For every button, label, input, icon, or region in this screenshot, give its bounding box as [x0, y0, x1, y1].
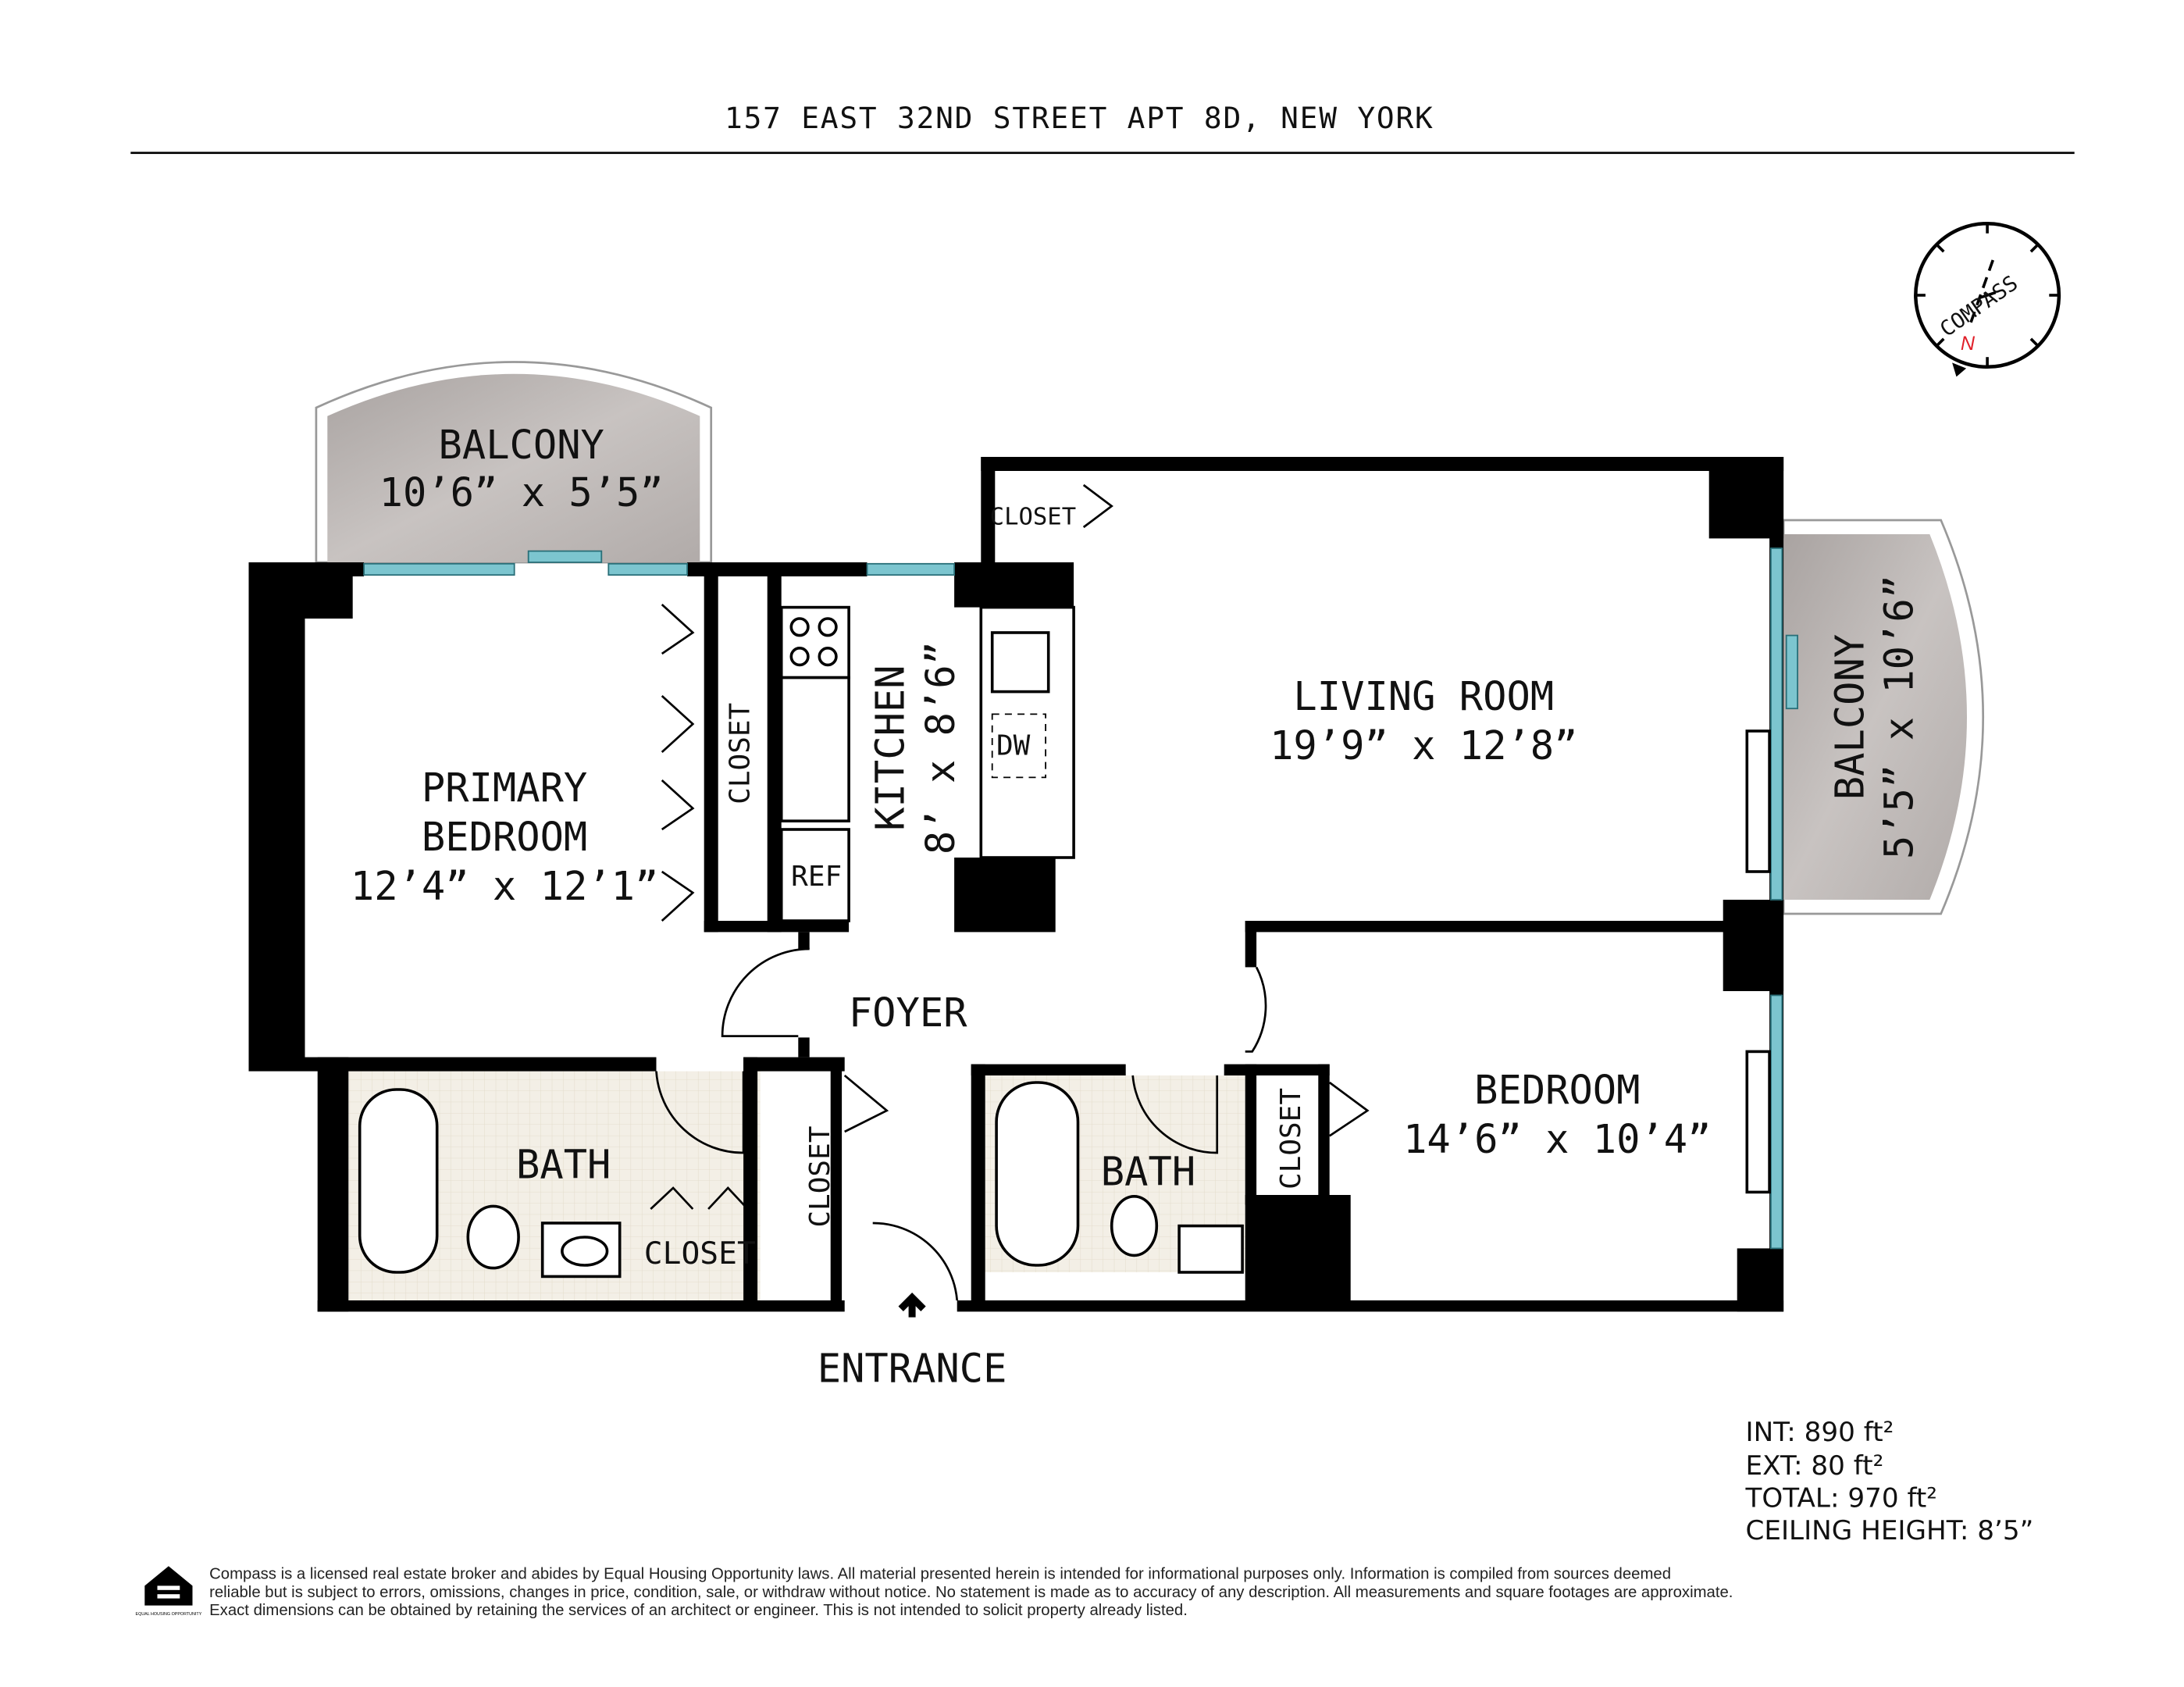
living-room-dims: 19’9” x 12’8”	[1270, 722, 1577, 769]
header-divider	[130, 152, 2075, 155]
compass-icon: COMPASS N	[1914, 221, 2061, 377]
foyer-name: FOYER	[849, 990, 967, 1036]
entrance-label: ENTRANCE	[818, 1345, 1007, 1391]
area-int: INT: 890 ft²	[1746, 1417, 1894, 1448]
bedroom-dims: 14’6” x 10’4”	[1403, 1116, 1711, 1162]
primary-bedroom-name2: BEDROOM	[422, 814, 587, 860]
balcony-right-name: BALCONY	[1827, 634, 1873, 800]
closet-label: CLOSET	[724, 703, 756, 804]
ref-label: REF	[791, 861, 842, 893]
windows	[363, 547, 1798, 1250]
closet-label: CLOSET	[644, 1236, 756, 1271]
balcony-top-name: BALCONY	[439, 422, 604, 468]
living-room-name: LIVING ROOM	[1293, 673, 1554, 719]
closet-label: CLOSET	[990, 503, 1076, 530]
area-ext: EXT: 80 ft²	[1746, 1450, 1884, 1482]
equal-housing-logo: EQUAL HOUSING OPPORTUNITY	[135, 1566, 202, 1617]
area-ceiling: CEILING HEIGHT: 8’5”	[1746, 1515, 2034, 1546]
closet-label: CLOSET	[1275, 1088, 1307, 1189]
closet-label: CLOSET	[804, 1126, 836, 1228]
primary-bedroom-name1: PRIMARY	[422, 765, 587, 811]
area-total: TOTAL: 970 ft²	[1745, 1483, 1938, 1514]
fixtures	[358, 605, 1244, 1318]
disclaimer-line: Compass is a licensed real estate broker…	[209, 1565, 1671, 1582]
compass-north: N	[1961, 333, 1976, 355]
svg-text:EQUAL HOUSING OPPORTUNITY: EQUAL HOUSING OPPORTUNITY	[135, 1612, 201, 1617]
kitchen-name: KITCHEN	[867, 665, 913, 830]
balcony-right-dims: 5’5” x 10’6”	[1876, 575, 1922, 859]
bath1-name: BATH	[516, 1141, 611, 1187]
page-title: 157 EAST 32ND STREET APT 8D, NEW YORK	[725, 101, 1434, 135]
bath2-name: BATH	[1101, 1148, 1195, 1194]
primary-bedroom-dims: 12’4” x 12’1”	[351, 863, 658, 909]
disclaimer-line: reliable but is subject to errors, omiss…	[209, 1584, 1733, 1601]
kitchen-dims: 8’ x 8’6”	[917, 641, 964, 854]
doors	[650, 483, 1370, 1301]
disclaimer-line: Exact dimensions can be obtained by reta…	[209, 1602, 1188, 1619]
bedroom-name: BEDROOM	[1474, 1067, 1640, 1113]
walls	[248, 457, 1784, 1312]
dw-label: DW	[996, 730, 1031, 762]
balcony-top-dims: 10’6” x 5’5”	[379, 469, 664, 515]
